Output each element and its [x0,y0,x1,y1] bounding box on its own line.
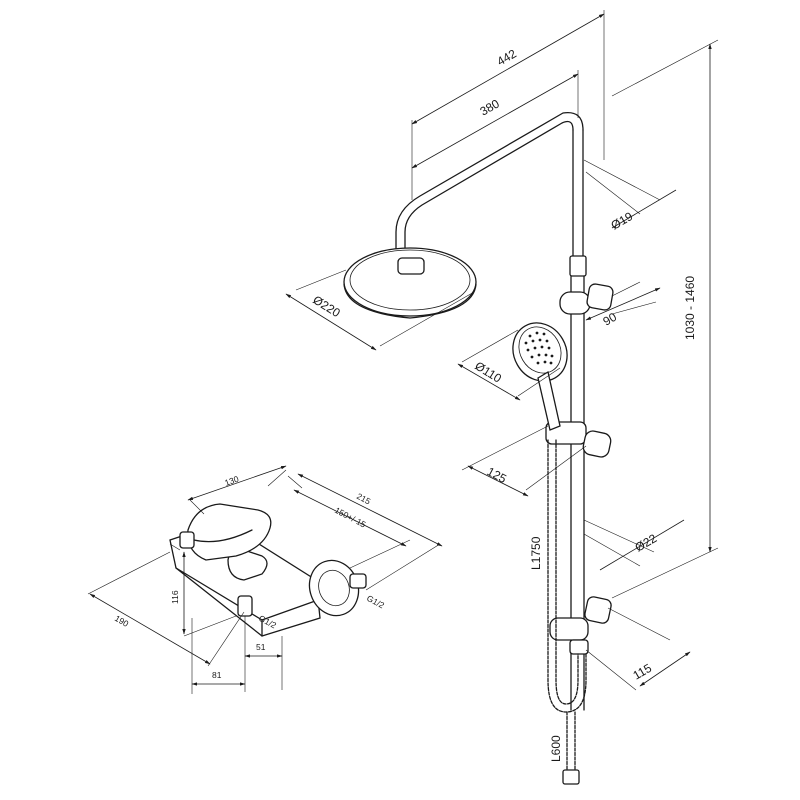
spray-nozzles [524,331,554,365]
label-g-half-side: G1/2 [365,593,386,611]
bath-mixer [169,503,367,637]
label-51: 51 [256,642,266,652]
dimension-81-51 [191,616,283,694]
dimension-190 [87,551,245,667]
dimension-130 [187,465,287,515]
label-dia-220: Ø220 [310,293,343,321]
label-90: 90 [601,310,620,329]
shower-hose [547,439,587,785]
dimension-380 [411,70,579,169]
label-130: 130 [223,474,240,488]
dimension-115 [585,607,691,691]
label-125: 125 [485,464,510,486]
label-190: 190 [113,613,131,629]
label-l1750: L1750 [529,536,543,570]
label-dia-19: Ø19 [609,209,636,233]
dimension-90 [585,281,661,321]
label-442: 442 [495,46,520,68]
overhead-shower-head [343,247,477,319]
hand-shower [512,322,568,431]
dimension-215 [287,473,443,591]
label-380: 380 [478,96,503,118]
dimension-dia-19 [583,159,677,229]
label-1030-1460: 1030 - 1460 [683,276,697,340]
dimension-dia-110 [457,329,561,401]
label-150: 150+/-15 [333,505,368,530]
label-81: 81 [212,670,222,680]
shower-column [395,111,614,711]
dimension-150 [293,489,411,569]
dimension-442 [411,10,605,200]
dimension-dia-22 [583,519,685,571]
label-116: 116 [170,590,180,604]
label-l600: L600 [549,735,563,762]
label-dia-22: Ø22 [633,531,660,555]
dimension-1030-1460 [611,39,719,599]
label-115: 115 [631,661,655,683]
dimension-dia-220 [285,269,475,351]
dimension-125 [461,425,587,497]
